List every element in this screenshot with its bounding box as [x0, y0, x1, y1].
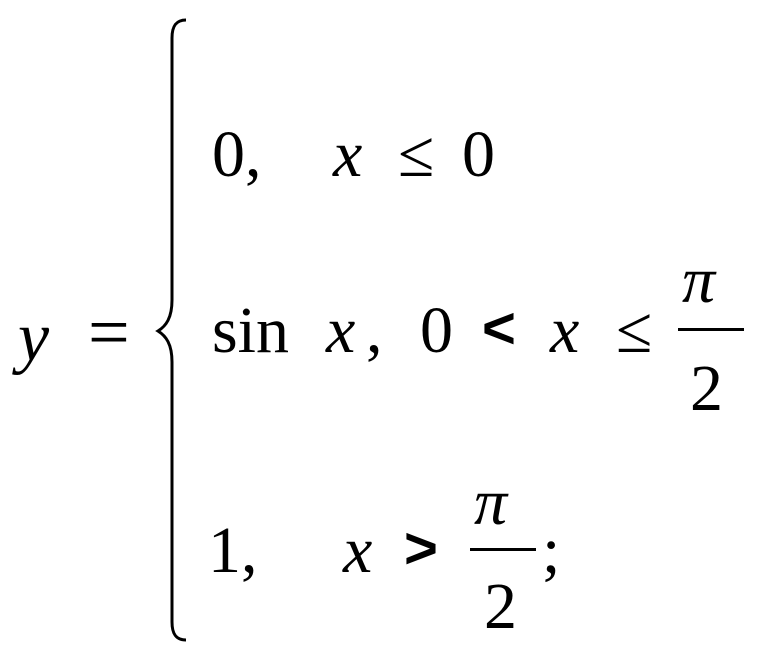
case2-lt-sign: < — [482, 296, 516, 361]
case2-var-x: x — [550, 294, 580, 367]
case2-le-sign: ≤ — [616, 294, 653, 367]
case1-var-x: x — [333, 118, 363, 191]
case1-value: 0, — [212, 118, 262, 191]
case2-left-zero: 0 — [420, 294, 453, 367]
case2-sin-arg-x: x — [326, 294, 356, 367]
case2-sin-func: sin — [212, 294, 290, 367]
case2-comma: , — [366, 294, 383, 367]
case3-fraction-numerator: π — [474, 466, 508, 539]
case1-zero: 0 — [462, 118, 495, 191]
case3-value: 1, — [208, 514, 258, 587]
case1-le-sign: ≤ — [398, 118, 435, 191]
case3-fraction-bar — [470, 548, 536, 551]
case2-fraction-bar — [678, 328, 744, 331]
equals-sign: = — [88, 292, 130, 374]
case2-fraction-numerator: π — [682, 244, 716, 317]
case3-fraction-denominator: 2 — [484, 570, 517, 643]
case3-var-x: x — [343, 514, 373, 587]
case3-semicolon: ; — [542, 514, 561, 587]
lhs-variable-y: y — [18, 299, 50, 376]
case3-gt-sign: > — [404, 516, 438, 581]
case2-fraction-denominator: 2 — [690, 352, 723, 425]
